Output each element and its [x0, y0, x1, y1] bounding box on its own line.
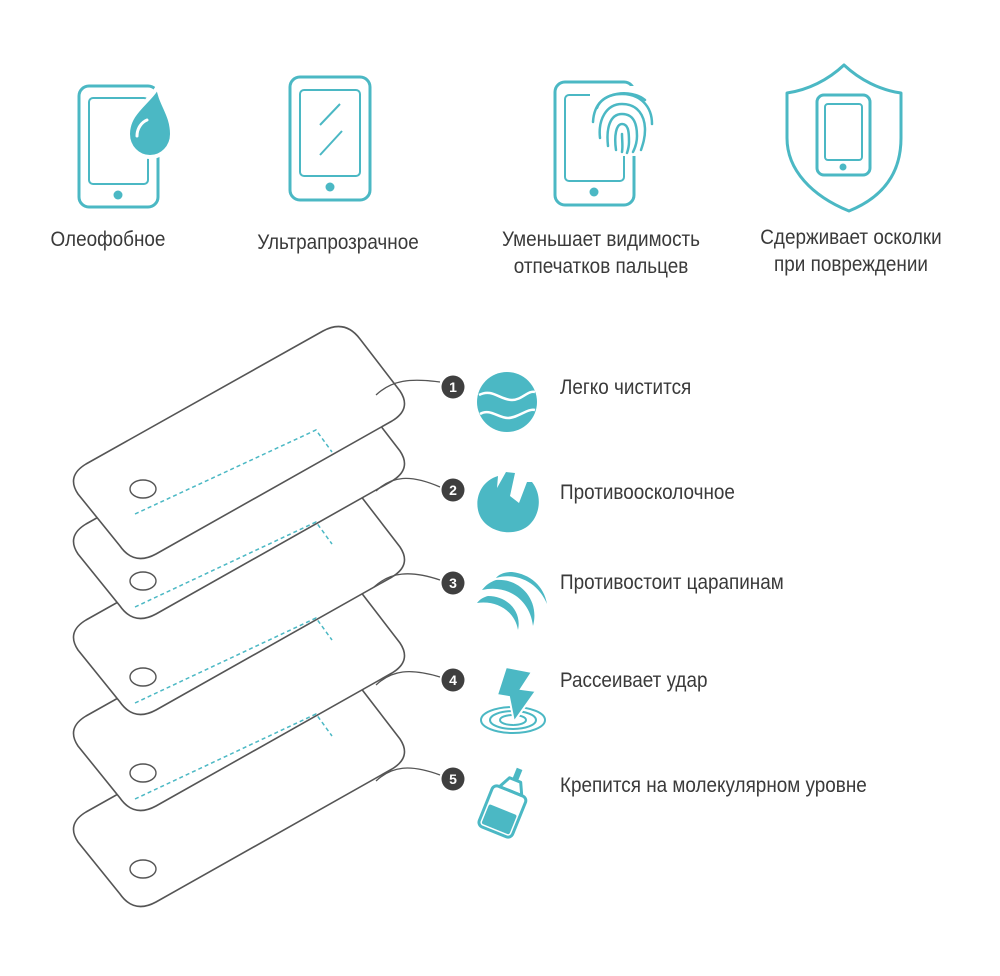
- badge-4-number: 4: [449, 672, 457, 688]
- layer-label-2: Противоосколочное: [560, 481, 735, 504]
- glass-layer-5: [72, 673, 406, 908]
- connector-2: [375, 477, 441, 492]
- shattered-circle-icon: [477, 472, 539, 533]
- feature-label-oleophobic: Олеофобное: [50, 228, 166, 251]
- glass-layer-3: [72, 481, 406, 716]
- badge-2: 2: [441, 478, 465, 502]
- feature-label-ultra-transparent: Ультрапрозрачное: [257, 231, 419, 254]
- badge-1-number: 1: [449, 379, 457, 395]
- layer-label-1: Легко чистится: [560, 376, 692, 399]
- glass-layer-1: [72, 325, 406, 560]
- badge-5: 5: [441, 767, 465, 791]
- badge-4: 4: [441, 668, 465, 692]
- glass-layer-4: [72, 577, 406, 812]
- ball-icon: [477, 372, 537, 432]
- connector-3: [373, 573, 441, 588]
- phone-transparent-icon: [288, 75, 372, 202]
- feature-label-fingerprint: Уменьшает видимость отпечатков пальцев: [501, 228, 701, 278]
- lightning-impact-icon: [480, 665, 546, 734]
- feature-label-shatter: Сдерживает осколки при повреждении: [760, 226, 942, 276]
- layer-label-4: Рассеивает удар: [560, 669, 708, 692]
- glue-bottle-icon: [477, 767, 528, 839]
- layer-label-3: Противостоит царапинам: [560, 571, 784, 594]
- phone-fingerprint-icon: [553, 80, 658, 207]
- glass-layer-2: [72, 385, 406, 620]
- scratch-waves-icon: [477, 572, 547, 630]
- layer-label-5: Крепится на молекулярном уровне: [560, 774, 867, 797]
- badge-3: 3: [441, 571, 465, 595]
- badge-3-number: 3: [449, 575, 457, 591]
- badge-5-number: 5: [449, 771, 457, 787]
- connector-4: [375, 671, 441, 686]
- shield-phone-icon: [785, 63, 903, 213]
- connector-1: [375, 379, 441, 396]
- connector-5: [375, 767, 441, 782]
- phone-drop-icon: [77, 79, 175, 209]
- badge-1: 1: [441, 375, 465, 399]
- badge-2-number: 2: [449, 482, 457, 498]
